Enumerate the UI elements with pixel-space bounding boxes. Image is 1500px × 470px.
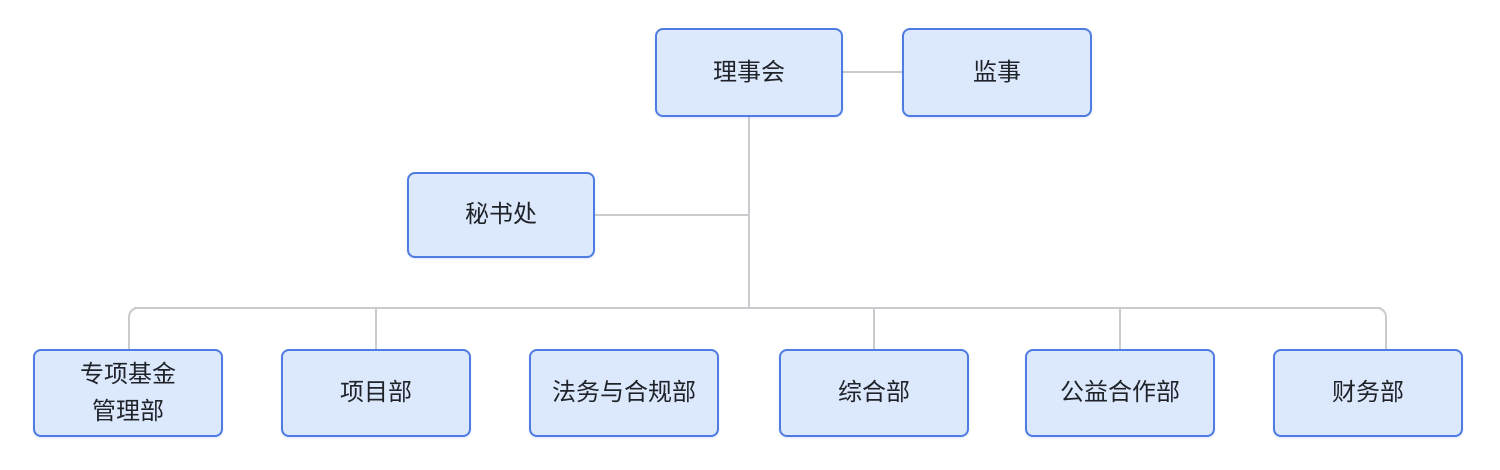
node-public-welfare-cooperation-dept[interactable]: 公益合作部 [1025, 349, 1215, 437]
connector-distribution-rail [134, 307, 1381, 309]
connector-secretariat-trunk [595, 214, 750, 216]
node-supervisor[interactable]: 监事 [902, 28, 1092, 117]
node-legal-compliance-dept[interactable]: 法务与合规部 [529, 349, 719, 437]
node-secretariat[interactable]: 秘书处 [407, 172, 595, 258]
connector-drop-cooperation-dept [1119, 307, 1121, 350]
node-project-dept[interactable]: 项目部 [281, 349, 471, 437]
node-finance-dept[interactable]: 财务部 [1273, 349, 1463, 437]
connector-drop-project-dept [375, 307, 377, 350]
connector-drop-general-dept [873, 307, 875, 350]
connector-board-supervisor [843, 71, 902, 73]
connector-corner-left [128, 307, 142, 350]
node-general-dept[interactable]: 综合部 [779, 349, 969, 437]
connector-corner-right [1373, 307, 1387, 350]
node-board[interactable]: 理事会 [655, 28, 843, 117]
node-special-fund-management-dept[interactable]: 专项基金 管理部 [33, 349, 223, 437]
connector-trunk [748, 117, 750, 309]
